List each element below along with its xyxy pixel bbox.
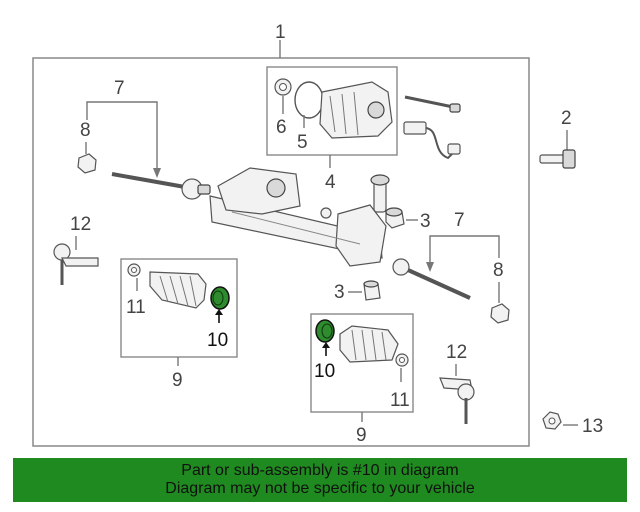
inner-tie-rod-left: [111, 172, 211, 200]
bushing-part-3-upper: [385, 207, 405, 229]
callout-8-left: 8: [80, 120, 91, 141]
bolt-part-2: [539, 149, 576, 169]
motor-subassembly-box: [266, 66, 398, 156]
callout-2: 2: [561, 108, 572, 129]
callout-9-right: 9: [356, 425, 367, 446]
callout-9-left: 9: [172, 370, 183, 391]
boot-kit-box-left: [120, 258, 238, 358]
banner-line-1: Part or sub-assembly is #10 in diagram: [181, 462, 459, 479]
boot-part-right: [339, 325, 399, 363]
parts-diagram: 1 2 13 6 5 4 7 8: [32, 22, 603, 447]
o-ring-part-5: [294, 81, 324, 119]
inner-tie-rod-right: [392, 258, 471, 300]
nut-part-13: [542, 411, 562, 430]
callout-11-right: 11: [390, 390, 410, 411]
callout-12-right: 12: [446, 342, 467, 363]
callout-13: 13: [582, 416, 603, 437]
callout-10-left: 10: [207, 330, 228, 351]
callout-5: 5: [297, 132, 308, 153]
seal-part-10-right: [315, 319, 335, 343]
outer-tie-rod-right: [439, 377, 475, 424]
motor-part: [319, 81, 393, 139]
boot-part-left: [149, 271, 207, 309]
banner-line-2: Diagram may not be specific to your vehi…: [165, 480, 475, 497]
assembly-frame: [32, 57, 530, 447]
clamp-part-11-left: [127, 263, 141, 277]
callout-7-left: 7: [114, 78, 125, 99]
bushing-part-3-lower: [363, 280, 381, 301]
clamp-part-11-right: [395, 353, 409, 367]
callout-7-right: 7: [454, 210, 465, 231]
wiring-harness: [403, 121, 461, 160]
callout-11-left: 11: [126, 297, 146, 318]
callout-1: 1: [275, 22, 286, 43]
outer-tie-rod-left: [53, 243, 99, 285]
info-banner: Part or sub-assembly is #10 in diagram D…: [13, 458, 627, 502]
callout-3-lower: 3: [334, 282, 345, 303]
callout-3-upper: 3: [420, 211, 431, 232]
seal-part-10-left: [210, 286, 230, 310]
callout-6: 6: [276, 117, 287, 138]
callout-4: 4: [325, 172, 336, 193]
jam-nut-part-8-right: [490, 303, 510, 324]
callout-8-right: 8: [493, 260, 504, 281]
jam-nut-part-8-left: [77, 153, 97, 174]
callout-10-right: 10: [314, 361, 335, 382]
steering-rack-housing: [209, 167, 390, 267]
long-bolt: [404, 95, 461, 113]
callout-12-left: 12: [70, 214, 91, 235]
seal-part-6: [274, 78, 292, 96]
